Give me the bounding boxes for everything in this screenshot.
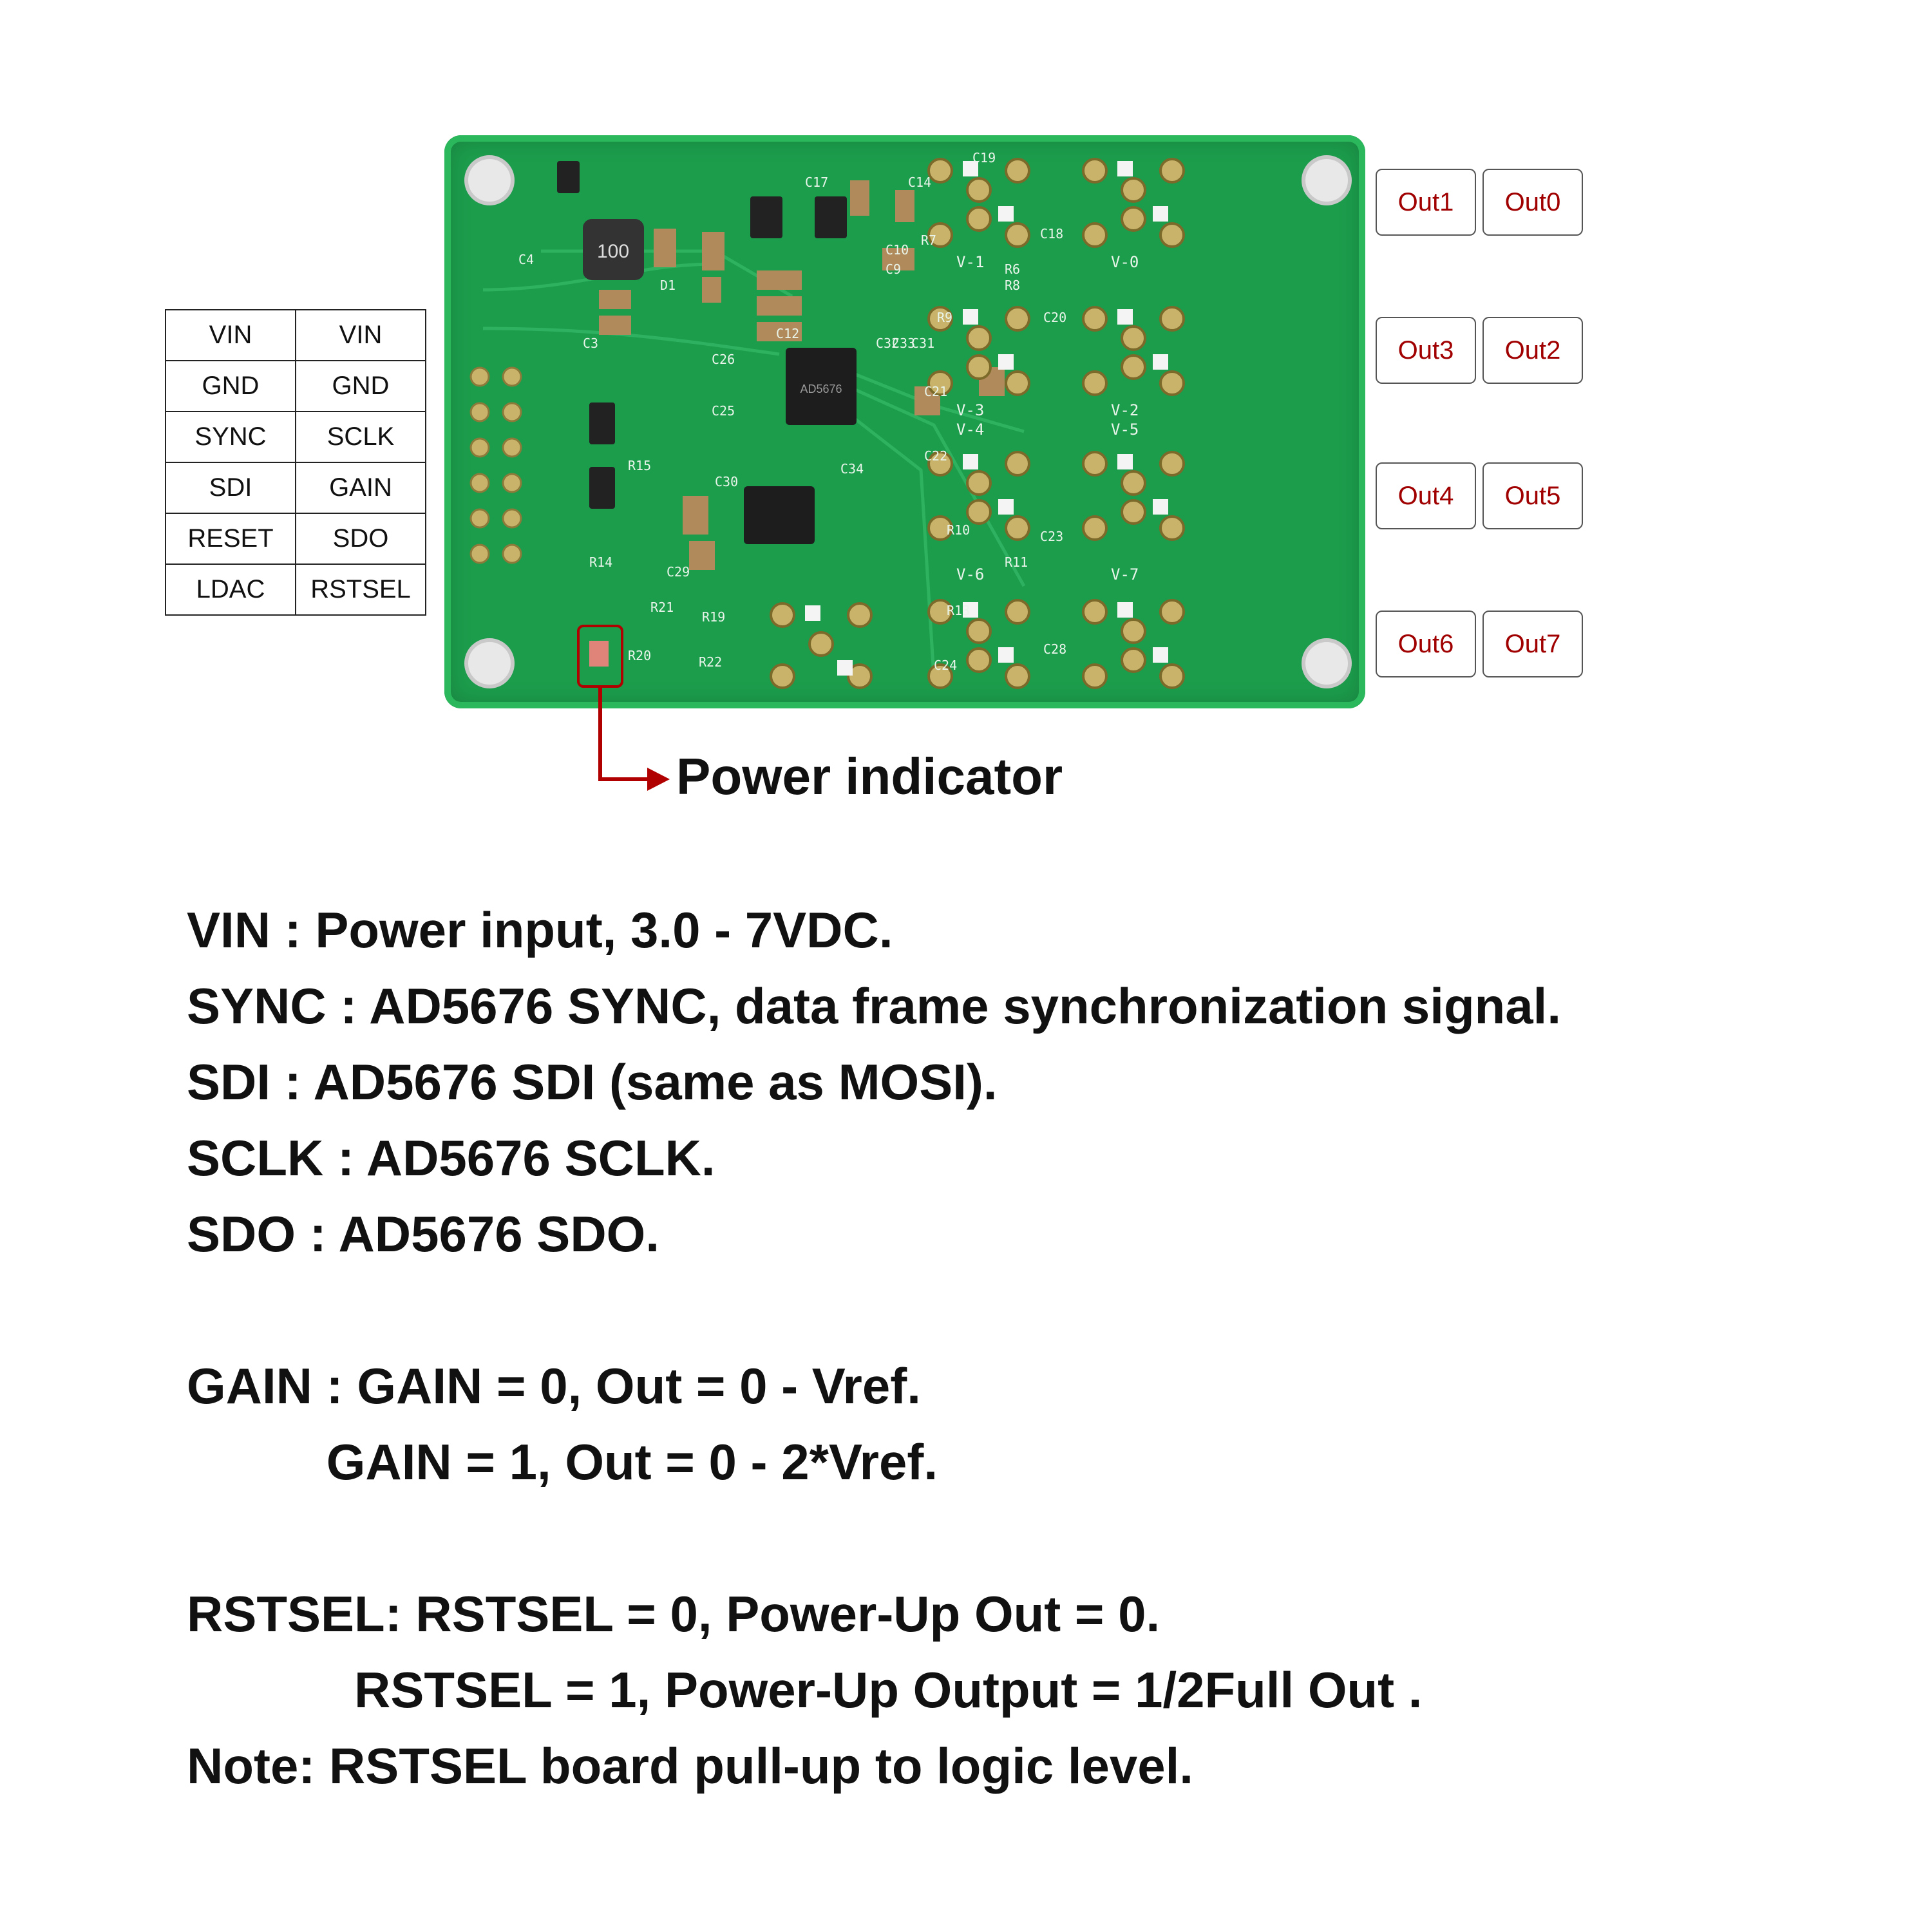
mounting-holes bbox=[464, 155, 1352, 688]
svg-text:C29: C29 bbox=[667, 564, 690, 580]
svg-text:C20: C20 bbox=[1043, 310, 1066, 325]
svg-text:C23: C23 bbox=[1040, 529, 1063, 544]
svg-text:D1: D1 bbox=[660, 278, 676, 293]
description-line: GAIN = 1, Out = 0 - 2*Vref. bbox=[187, 1434, 938, 1490]
svg-text:C9: C9 bbox=[886, 261, 901, 277]
svg-text:C28: C28 bbox=[1043, 641, 1066, 657]
svg-text:C25: C25 bbox=[712, 403, 735, 419]
svg-text:C30: C30 bbox=[715, 474, 738, 489]
svg-text:V-4: V-4 bbox=[956, 421, 984, 439]
description-line: Note: RSTSEL board pull-up to logic leve… bbox=[187, 1738, 1193, 1794]
power-indicator-label: Power indicator bbox=[676, 748, 1063, 805]
svg-text:C10: C10 bbox=[886, 242, 909, 258]
pin-label: SYNC bbox=[165, 411, 296, 463]
svg-text:C22: C22 bbox=[924, 448, 947, 464]
svg-text:V-3: V-3 bbox=[956, 401, 984, 419]
svg-text:C21: C21 bbox=[924, 384, 947, 399]
svg-text:V-5: V-5 bbox=[1111, 421, 1139, 439]
svg-text:R21: R21 bbox=[650, 600, 674, 615]
svg-text:C31: C31 bbox=[911, 336, 934, 351]
svg-text:C18: C18 bbox=[1040, 226, 1063, 242]
description-line: SYNC : AD5676 SYNC, data frame synchroni… bbox=[187, 978, 1561, 1034]
output-pads bbox=[770, 158, 1185, 689]
svg-text:R22: R22 bbox=[699, 654, 722, 670]
svg-text:R9: R9 bbox=[937, 310, 952, 325]
pin-label: RSTSEL bbox=[295, 564, 426, 616]
description-line: GAIN : GAIN = 0, Out = 0 - Vref. bbox=[187, 1358, 921, 1414]
pcb-board: 100 AD5676 bbox=[444, 135, 1365, 708]
pin-table: VIN VIN GND GND SYNC SCLK SDI GAIN RESET… bbox=[165, 309, 426, 616]
svg-text:R10: R10 bbox=[947, 522, 970, 538]
pin-label: GND bbox=[165, 360, 296, 412]
pin-label: SCLK bbox=[295, 411, 426, 463]
header-pins bbox=[469, 366, 522, 564]
svg-text:R13: R13 bbox=[947, 603, 970, 618]
pin-label: SDI bbox=[165, 462, 296, 514]
svg-text:R20: R20 bbox=[628, 648, 651, 663]
svg-text:C12: C12 bbox=[776, 326, 799, 341]
pin-row: GND GND bbox=[165, 360, 426, 412]
pin-label: SDO bbox=[295, 513, 426, 565]
svg-text:C19: C19 bbox=[972, 150, 996, 166]
svg-text:C33: C33 bbox=[892, 336, 915, 351]
output-label-out4: Out4 bbox=[1376, 462, 1476, 529]
description-line: VIN : Power input, 3.0 - 7VDC. bbox=[187, 902, 893, 958]
pin-row: VIN VIN bbox=[165, 309, 426, 361]
svg-text:R11: R11 bbox=[1005, 554, 1028, 570]
output-label-out1: Out1 bbox=[1376, 169, 1476, 236]
svg-text:C24: C24 bbox=[934, 658, 957, 673]
output-label-out0: Out0 bbox=[1482, 169, 1583, 236]
description-line: SDO : AD5676 SDO. bbox=[187, 1206, 659, 1262]
pin-description: VIN : Power input, 3.0 - 7VDC. SYNC : AD… bbox=[187, 892, 1561, 1804]
svg-text:C17: C17 bbox=[805, 175, 828, 190]
output-label-out3: Out3 bbox=[1376, 317, 1476, 384]
description-line: SDI : AD5676 SDI (same as MOSI). bbox=[187, 1054, 998, 1110]
description-line: SCLK : AD5676 SCLK. bbox=[187, 1130, 715, 1186]
pin-row: RESET SDO bbox=[165, 513, 426, 565]
pin-row: LDAC RSTSEL bbox=[165, 564, 426, 616]
svg-text:V-2: V-2 bbox=[1111, 401, 1139, 419]
svg-text:C26: C26 bbox=[712, 352, 735, 367]
pin-row: SDI GAIN bbox=[165, 462, 426, 514]
svg-text:C34: C34 bbox=[840, 461, 864, 477]
svg-text:100: 100 bbox=[597, 241, 629, 262]
pcb-artwork: 100 AD5676 bbox=[464, 150, 1352, 689]
pin-label: GAIN bbox=[295, 462, 426, 514]
svg-text:C4: C4 bbox=[518, 252, 534, 267]
pin-label: GND bbox=[295, 360, 426, 412]
svg-text:C3: C3 bbox=[583, 336, 598, 351]
output-label-out2: Out2 bbox=[1482, 317, 1583, 384]
output-label-out7: Out7 bbox=[1482, 611, 1583, 677]
svg-text:R15: R15 bbox=[628, 458, 651, 473]
svg-text:R19: R19 bbox=[702, 609, 725, 625]
description-line: RSTSEL: RSTSEL = 0, Power-Up Out = 0. bbox=[187, 1586, 1160, 1642]
svg-text:AD5676: AD5676 bbox=[800, 383, 842, 395]
svg-text:R7: R7 bbox=[921, 232, 936, 248]
svg-text:V-6: V-6 bbox=[956, 565, 984, 583]
svg-text:V-0: V-0 bbox=[1111, 253, 1139, 271]
svg-text:V-7: V-7 bbox=[1111, 565, 1139, 583]
pin-label: LDAC bbox=[165, 564, 296, 616]
pin-label: VIN bbox=[165, 309, 296, 361]
svg-text:C14: C14 bbox=[908, 175, 931, 190]
output-label-out5: Out5 bbox=[1482, 462, 1583, 529]
pin-label: RESET bbox=[165, 513, 296, 565]
svg-text:V-1: V-1 bbox=[956, 253, 984, 271]
svg-text:C32: C32 bbox=[876, 336, 899, 351]
pin-label: VIN bbox=[295, 309, 426, 361]
pin-row: SYNC SCLK bbox=[165, 411, 426, 463]
svg-text:R8: R8 bbox=[1005, 278, 1020, 293]
output-label-out6: Out6 bbox=[1376, 611, 1476, 677]
svg-text:R6: R6 bbox=[1005, 261, 1020, 277]
svg-text:R14: R14 bbox=[589, 554, 612, 570]
power-led-highlight bbox=[577, 625, 623, 688]
description-line: RSTSEL = 1, Power-Up Output = 1/2Full Ou… bbox=[187, 1662, 1423, 1718]
